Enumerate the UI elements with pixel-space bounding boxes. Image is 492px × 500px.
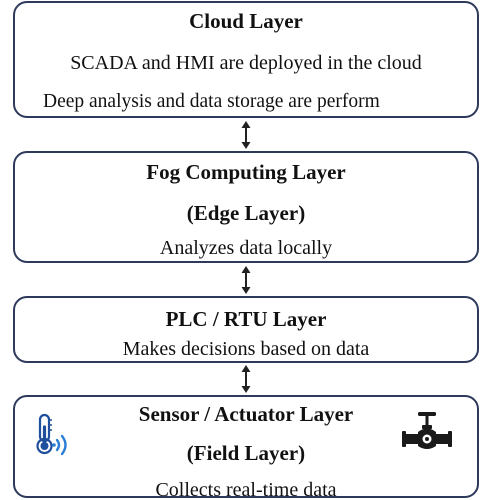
fog-layer-title: Fog Computing Layer [146,160,346,184]
plc-layer-box: PLC / RTU Layer Makes decisions based on… [13,296,479,363]
cloud-layer-box: Cloud Layer SCADA and HMI are deployed i… [13,1,479,118]
double-arrow-icon [241,365,251,393]
fog-layer-box: Fog Computing Layer (Edge Layer) Analyze… [13,151,479,263]
thermometer-sensor-icon [36,413,67,456]
cloud-layer-description-1: SCADA and HMI are deployed in the cloud [70,52,422,74]
plc-layer-title: PLC / RTU Layer [165,307,327,331]
fog-layer-subtitle: (Edge Layer) [186,201,306,225]
sensor-layer-title: Sensor / Actuator Layer [138,402,354,426]
sensor-layer-description: Collects real-time data [155,479,337,500]
sensor-layer-subtitle: (Field Layer) [186,441,306,465]
fog-layer-description: Analyzes data locally [159,237,333,259]
plc-layer-description: Makes decisions based on data [122,338,370,360]
sensor-layer-box: Sensor / Actuator Layer (Field Layer) Co… [13,395,479,500]
cloud-layer-description-2: Deep analysis and data storage are perfo… [43,91,380,112]
valve-actuator-icon [402,412,452,449]
cloud-layer-title: Cloud Layer [189,9,303,33]
double-arrow-icon [241,121,251,149]
double-arrow-icon [241,266,251,294]
